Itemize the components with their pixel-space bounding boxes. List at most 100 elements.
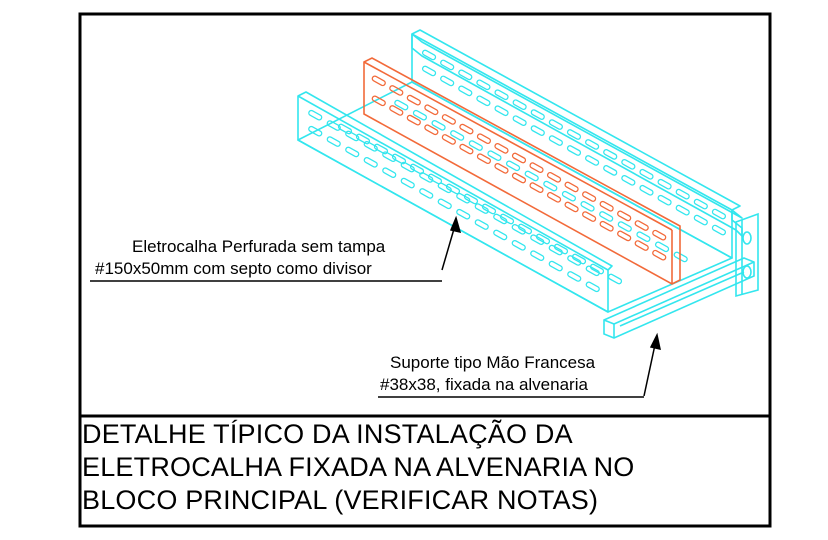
tray-slot bbox=[566, 129, 582, 140]
tray-slot bbox=[363, 140, 378, 152]
tray-slot bbox=[580, 200, 595, 212]
leader-support bbox=[378, 332, 661, 398]
septum-divider bbox=[363, 57, 681, 285]
septum-slot bbox=[424, 124, 439, 136]
tray-slot bbox=[412, 109, 428, 121]
septum-slot bbox=[529, 182, 544, 193]
tray-callout-line1: Eletrocalha Perfurada sem tampa bbox=[132, 237, 386, 256]
tray-slot bbox=[363, 156, 378, 168]
tray-slot bbox=[530, 125, 545, 136]
septum-slot bbox=[634, 220, 649, 231]
tray-slot bbox=[409, 163, 425, 175]
septum-slot bbox=[459, 123, 474, 135]
septum-slot bbox=[564, 201, 579, 213]
tray-slot bbox=[437, 198, 452, 210]
tray-slot bbox=[382, 151, 397, 163]
septum-slot bbox=[582, 191, 597, 202]
tray-slot bbox=[603, 149, 618, 160]
tray-slot bbox=[657, 178, 672, 190]
septum-slot bbox=[617, 230, 632, 242]
septum-slot bbox=[652, 229, 667, 241]
support-callout-line1: Suporte tipo Mão Francesa bbox=[390, 353, 596, 372]
tray-slot bbox=[636, 231, 651, 243]
drawing-frame bbox=[78, 12, 772, 528]
tray-slot bbox=[474, 219, 489, 230]
septum-slot bbox=[546, 191, 562, 203]
septum-slot bbox=[511, 172, 527, 184]
title-line-1: DETALHE TÍPICO DA INSTALAÇÃO DA bbox=[82, 419, 573, 449]
septum-slot bbox=[494, 143, 509, 154]
tray-slot bbox=[421, 49, 437, 61]
tray-slot bbox=[524, 170, 539, 182]
tray-slot bbox=[373, 143, 389, 155]
tray-back-lip bbox=[411, 29, 741, 211]
septum-slot bbox=[424, 104, 439, 116]
tray-slot bbox=[458, 85, 473, 97]
tray-slot bbox=[463, 193, 479, 205]
tray-slot bbox=[548, 135, 563, 146]
septum-slot bbox=[617, 210, 632, 222]
tray-slot bbox=[589, 263, 605, 275]
tray-slot bbox=[487, 150, 502, 162]
tray-slot bbox=[530, 234, 545, 246]
tray-slot bbox=[419, 188, 434, 199]
tray-slot bbox=[639, 184, 654, 196]
tray-slot bbox=[548, 244, 563, 256]
septum-slot bbox=[459, 143, 474, 155]
septum-slot bbox=[406, 94, 421, 106]
tray-slot bbox=[571, 253, 587, 265]
tray-slot bbox=[711, 208, 727, 220]
tray-slot bbox=[512, 115, 527, 127]
tray-slot bbox=[445, 183, 461, 195]
tray-slot bbox=[711, 224, 727, 236]
septum-slot bbox=[441, 134, 456, 145]
tray-slot bbox=[675, 188, 690, 200]
tray-callout-line2: #150x50mm com septo como divisor bbox=[95, 259, 372, 278]
tray-slot bbox=[511, 223, 526, 235]
septum-slot bbox=[371, 75, 386, 87]
title-block: DETALHE TÍPICO DA INSTALAÇÃO DA ELETROCA… bbox=[82, 418, 768, 526]
tray-slot bbox=[585, 139, 600, 150]
septum-slot bbox=[564, 181, 579, 193]
tray-slot bbox=[621, 174, 636, 186]
tray-slot bbox=[553, 243, 569, 255]
tray-slot bbox=[693, 214, 708, 226]
septum-slot bbox=[546, 171, 562, 183]
tray-slot bbox=[391, 153, 407, 165]
septum-slot bbox=[599, 200, 614, 212]
septum-slot bbox=[441, 114, 456, 125]
septum-slot bbox=[389, 105, 404, 116]
tray-slot bbox=[543, 180, 558, 192]
septum-slot bbox=[652, 249, 667, 261]
support-callout: Suporte tipo Mão Francesa #38x38, fixada… bbox=[380, 352, 595, 396]
tray-slot bbox=[567, 271, 582, 282]
tray-slot bbox=[585, 281, 600, 293]
tray-slot bbox=[512, 99, 527, 111]
tray-slot bbox=[517, 223, 533, 235]
tray-slot bbox=[530, 109, 545, 120]
septum-slot bbox=[529, 162, 544, 173]
tray-slot bbox=[603, 165, 618, 176]
tray-slot bbox=[567, 255, 582, 266]
tray-slot bbox=[617, 221, 632, 232]
tray-slot bbox=[382, 167, 397, 179]
tray-slot bbox=[468, 140, 483, 151]
tray-slot bbox=[566, 145, 582, 156]
tray-slot bbox=[675, 204, 690, 216]
title-line-2: ELETROCALHA FIXADA NA ALVENARIA NO bbox=[82, 452, 635, 482]
septum-slot bbox=[476, 133, 492, 145]
tray-slot bbox=[657, 194, 672, 206]
tray-slot bbox=[345, 146, 360, 158]
cable-tray bbox=[297, 29, 743, 313]
tray-slot bbox=[599, 211, 614, 222]
tray-slot bbox=[621, 158, 636, 170]
tray-slot bbox=[535, 233, 551, 245]
tray-slot bbox=[693, 198, 708, 210]
septum-slot bbox=[511, 152, 527, 164]
tray-front-wall bbox=[297, 95, 609, 313]
tray-slot bbox=[308, 109, 323, 121]
tray-slot bbox=[326, 136, 341, 147]
septum-slot bbox=[406, 114, 421, 126]
tray-slot bbox=[585, 155, 600, 166]
tray-slot bbox=[494, 105, 509, 117]
